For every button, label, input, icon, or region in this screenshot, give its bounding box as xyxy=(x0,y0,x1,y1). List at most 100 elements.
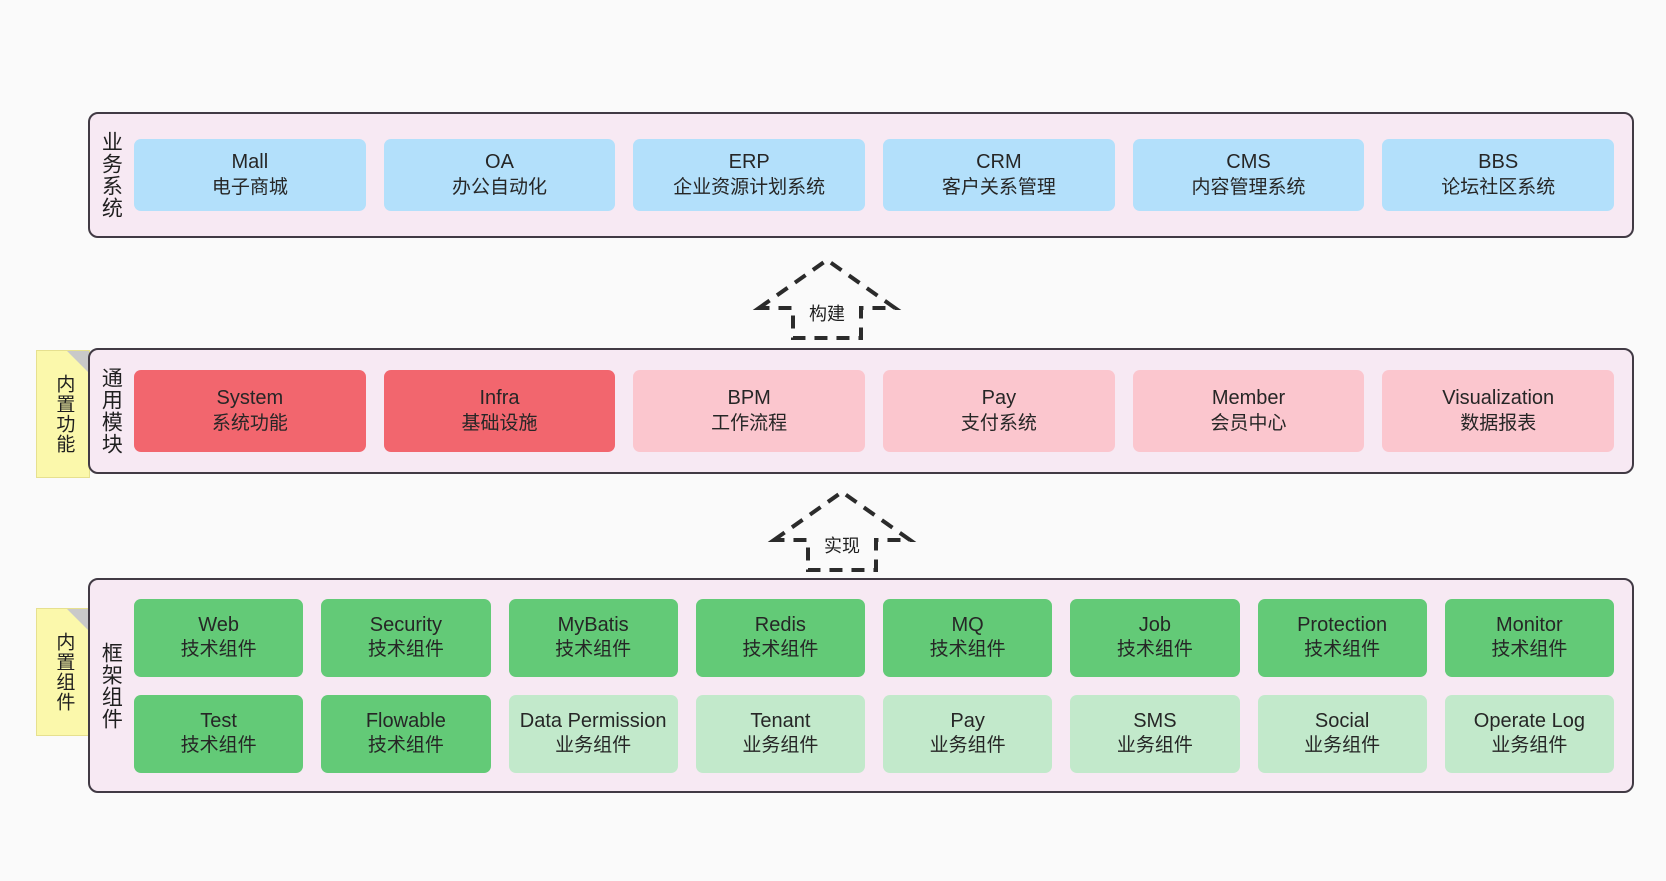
arrow-build-shape xyxy=(752,257,902,340)
card-title-en: OA xyxy=(485,151,514,174)
card-security[interactable]: Security 技术组件 xyxy=(321,598,491,677)
card-title-en: BBS xyxy=(1478,151,1519,174)
card-bpm[interactable]: BPM 工作流程 xyxy=(633,370,866,452)
arrow-implement: 实现 xyxy=(767,488,917,572)
card-job[interactable]: Job 技术组件 xyxy=(1070,598,1240,677)
layer-business-systems: 业务系统 Mall 电子商城 OA 办公自动化 ERP 企业资源计划系统 CRM… xyxy=(88,112,1634,238)
card-title-cn: 电子商城 xyxy=(211,176,288,198)
card-title-cn: 办公自动化 xyxy=(452,176,548,198)
card-title-cn: 论坛社区系统 xyxy=(1441,176,1556,198)
note-label: 内置组件 xyxy=(53,632,75,712)
card-operate-log[interactable]: Operate Log 业务组件 xyxy=(1444,694,1614,773)
card-title-cn: 基础设施 xyxy=(461,412,538,434)
card-title-en: MyBatis xyxy=(557,613,629,636)
card-title-en: Tenant xyxy=(750,709,811,732)
card-cms[interactable]: CMS 内容管理系统 xyxy=(1132,139,1365,211)
card-title-cn: 内容管理系统 xyxy=(1191,176,1306,198)
card-title-cn: 客户关系管理 xyxy=(941,176,1056,198)
card-data-permission[interactable]: Data Permission 业务组件 xyxy=(508,694,678,773)
card-title-en: Pay xyxy=(981,387,1017,410)
card-title-en: CMS xyxy=(1226,151,1271,174)
card-web[interactable]: Web 技术组件 xyxy=(134,598,304,677)
card-title-en: Web xyxy=(198,613,239,636)
note-label: 内置功能 xyxy=(53,374,75,454)
card-title-cn: 技术组件 xyxy=(1304,639,1381,661)
card-title-en: ERP xyxy=(728,151,770,174)
card-visualization[interactable]: Visualization 数据报表 xyxy=(1382,370,1615,452)
card-title-en: Protection xyxy=(1297,613,1388,636)
card-flowable[interactable]: Flowable 技术组件 xyxy=(321,694,491,773)
card-title-cn: 技术组件 xyxy=(742,639,819,661)
card-pay-business[interactable]: Pay 业务组件 xyxy=(883,694,1053,773)
card-title-cn: 技术组件 xyxy=(1116,639,1193,661)
card-title-en: Member xyxy=(1211,387,1286,410)
card-title-cn: 业务组件 xyxy=(1304,735,1381,757)
card-bbs[interactable]: BBS 论坛社区系统 xyxy=(1382,139,1615,211)
card-crm[interactable]: CRM 客户关系管理 xyxy=(883,139,1115,211)
card-title-en: Visualization xyxy=(1442,387,1555,410)
arrow-build: 构建 xyxy=(752,256,902,340)
card-title-en: Infra xyxy=(479,387,520,410)
card-test[interactable]: Test 技术组件 xyxy=(134,694,304,773)
card-sms[interactable]: SMS 业务组件 xyxy=(1070,694,1240,773)
layer-body-business: Mall 电子商城 OA 办公自动化 ERP 企业资源计划系统 CRM 客户关系… xyxy=(130,114,1632,236)
card-row: Mall 电子商城 OA 办公自动化 ERP 企业资源计划系统 CRM 客户关系… xyxy=(134,139,1615,211)
layer-framework-components: 框架组件 Web 技术组件 Security 技术组件 MyBatis 技术组件… xyxy=(88,578,1634,793)
card-title-cn: 会员中心 xyxy=(1210,412,1287,434)
card-title-cn: 技术组件 xyxy=(367,639,444,661)
card-title-cn: 技术组件 xyxy=(180,735,257,757)
card-title-cn: 业务组件 xyxy=(1116,735,1193,757)
arrow-implement-shape xyxy=(767,489,917,572)
card-erp[interactable]: ERP 企业资源计划系统 xyxy=(633,139,866,211)
note-fold-corner-icon xyxy=(67,351,89,373)
card-title-en: Flowable xyxy=(365,709,446,732)
card-mq[interactable]: MQ 技术组件 xyxy=(883,598,1053,677)
card-member[interactable]: Member 会员中心 xyxy=(1132,370,1365,452)
card-social[interactable]: Social 业务组件 xyxy=(1257,694,1427,773)
layer-title-framework: 框架组件 xyxy=(99,641,123,730)
layer-common-modules: 通用模块 System 系统功能 Infra 基础设施 BPM 工作流程 Pay… xyxy=(88,348,1634,474)
card-title-cn: 技术组件 xyxy=(929,639,1006,661)
card-system[interactable]: System 系统功能 xyxy=(134,370,366,452)
card-infra[interactable]: Infra 基础设施 xyxy=(383,370,616,452)
card-monitor[interactable]: Monitor 技术组件 xyxy=(1444,598,1614,677)
layer-title-business: 业务系统 xyxy=(99,131,123,219)
card-redis[interactable]: Redis 技术组件 xyxy=(695,598,865,677)
card-title-cn: 系统功能 xyxy=(211,412,288,434)
card-title-en: SMS xyxy=(1133,709,1177,732)
layer-body-common: System 系统功能 Infra 基础设施 BPM 工作流程 Pay 支付系统… xyxy=(130,350,1632,472)
note-builtin-function: 内置功能 xyxy=(36,350,90,478)
card-title-en: Pay xyxy=(950,709,985,732)
card-title-cn: 企业资源计划系统 xyxy=(673,176,826,198)
card-title-en: System xyxy=(216,387,284,410)
card-mybatis[interactable]: MyBatis 技术组件 xyxy=(508,598,678,677)
card-row: Web 技术组件 Security 技术组件 MyBatis 技术组件 Redi… xyxy=(134,598,1614,677)
card-title-cn: 业务组件 xyxy=(742,735,819,757)
card-title-en: Redis xyxy=(754,613,806,636)
card-title-en: Job xyxy=(1138,613,1171,636)
card-title-en: Data Permission xyxy=(519,709,667,732)
card-title-cn: 业务组件 xyxy=(929,735,1006,757)
card-title-cn: 数据报表 xyxy=(1460,412,1537,434)
card-title-cn: 业务组件 xyxy=(1491,735,1568,757)
card-row: Test 技术组件 Flowable 技术组件 Data Permission … xyxy=(134,694,1614,773)
card-protection[interactable]: Protection 技术组件 xyxy=(1257,598,1427,677)
card-title-en: Operate Log xyxy=(1473,709,1585,732)
layer-body-framework: Web 技术组件 Security 技术组件 MyBatis 技术组件 Redi… xyxy=(130,580,1632,791)
card-title-cn: 工作流程 xyxy=(711,412,788,434)
note-fold-corner-icon xyxy=(67,609,89,631)
card-title-en: Social xyxy=(1314,709,1370,732)
note-builtin-component: 内置组件 xyxy=(36,608,90,736)
card-mall[interactable]: Mall 电子商城 xyxy=(134,139,366,211)
card-title-cn: 支付系统 xyxy=(960,412,1037,434)
card-title-cn: 技术组件 xyxy=(180,639,257,661)
card-title-en: BPM xyxy=(727,387,771,410)
card-pay[interactable]: Pay 支付系统 xyxy=(883,370,1115,452)
card-title-cn: 业务组件 xyxy=(555,735,632,757)
card-title-cn: 技术组件 xyxy=(1491,639,1568,661)
card-oa[interactable]: OA 办公自动化 xyxy=(383,139,616,211)
card-title-en: Security xyxy=(369,613,442,636)
card-tenant[interactable]: Tenant 业务组件 xyxy=(695,694,865,773)
card-title-en: CRM xyxy=(976,151,1022,174)
